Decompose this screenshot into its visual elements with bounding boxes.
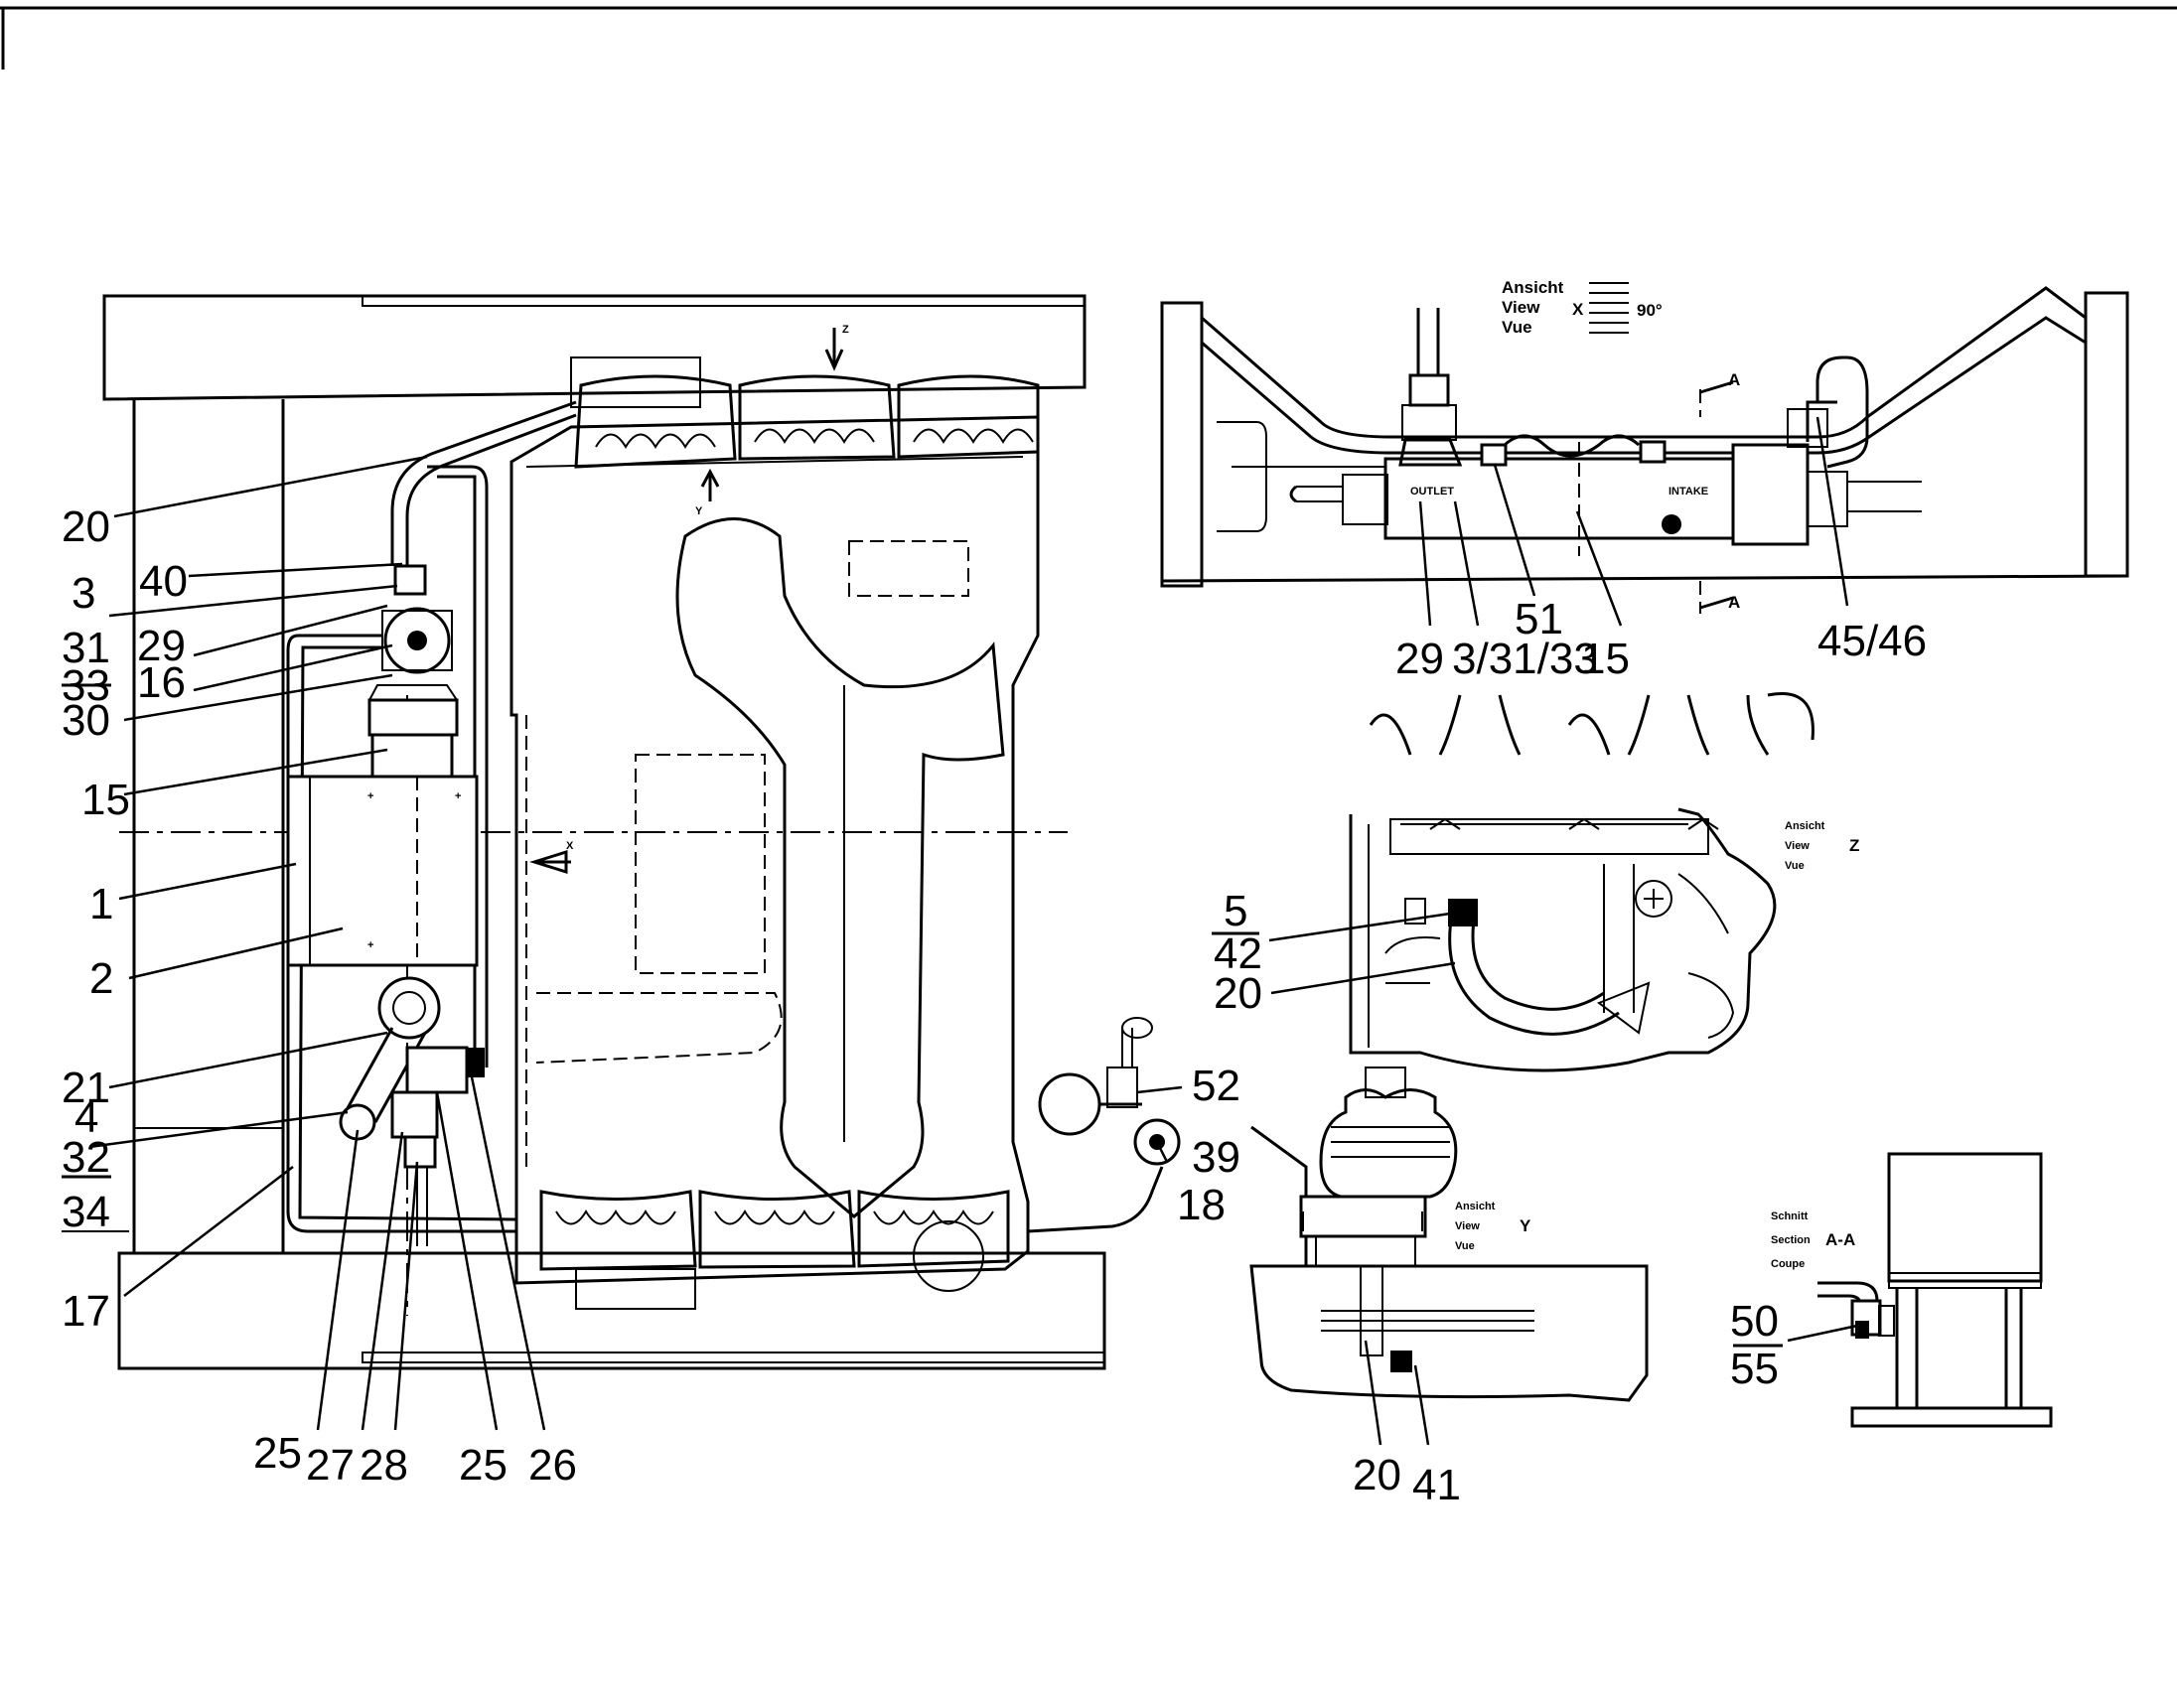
part-label: 5 — [1224, 887, 1247, 935]
part-label: 29 — [137, 622, 186, 670]
part-label: 50 — [1730, 1297, 1779, 1346]
view-y-leaders — [1364, 1340, 1430, 1446]
part-label: 34 — [62, 1188, 110, 1236]
part-label: 4 — [74, 1093, 98, 1142]
view-angle: 90° — [1637, 301, 1663, 320]
section-mark: A — [1728, 593, 1740, 612]
part-label: 51 — [1515, 595, 1563, 643]
view-y-labels: Ansicht View Vue Y 20 41 — [1353, 1201, 1531, 1509]
view-heading: View — [1785, 840, 1810, 852]
view-letter: X — [1572, 300, 1584, 319]
section-heading: Schnitt — [1771, 1210, 1809, 1222]
main-view-labels: 20 40 3 31 33 29 16 30 15 1 2 21 4 32 34… — [62, 324, 1240, 1490]
part-label: 31 — [62, 624, 110, 672]
svg-text:+: + — [367, 790, 373, 802]
view-heading: Vue — [1455, 1240, 1475, 1252]
part-label: 25 — [253, 1429, 302, 1478]
part-label: 18 — [1177, 1181, 1226, 1229]
part-label: 20 — [1353, 1451, 1401, 1499]
section-heading: Section — [1771, 1234, 1811, 1246]
part-label: 15 — [1581, 635, 1630, 683]
section-letter: A-A — [1825, 1230, 1855, 1249]
part-label: 52 — [1192, 1062, 1240, 1110]
part-label: 1 — [89, 880, 113, 928]
part-label: 17 — [62, 1287, 110, 1336]
view-z-labels: Ansicht View Vue Z 5 42 20 — [1214, 820, 1859, 1018]
view-x-labels: Ansicht View Vue X 90° OUTLET INTAKE A A… — [1395, 278, 1927, 683]
part-label: 42 — [1214, 929, 1262, 978]
part-label: 40 — [139, 557, 188, 606]
view-heading: Ansicht — [1502, 278, 1564, 297]
view-heading: View — [1455, 1220, 1480, 1232]
view-heading: Vue — [1502, 318, 1532, 337]
outlet-label: OUTLET — [1410, 486, 1454, 498]
part-label: 32 — [62, 1133, 110, 1182]
view-z-drawing — [1349, 692, 1814, 1072]
part-label: 39 — [1192, 1133, 1240, 1182]
section-heading: Coupe — [1771, 1258, 1805, 1270]
view-y-drawing — [1249, 1067, 1649, 1402]
part-label: 3 — [72, 569, 95, 618]
part-label: 15 — [81, 776, 130, 824]
part-label: 55 — [1730, 1345, 1779, 1393]
part-label: 25 — [459, 1441, 508, 1490]
view-arrow-x: X — [566, 840, 574, 852]
view-heading: View — [1502, 298, 1540, 317]
svg-text:+: + — [367, 939, 373, 951]
part-label: 30 — [62, 696, 110, 745]
svg-text:+: + — [455, 790, 461, 802]
view-letter: Z — [1849, 836, 1859, 855]
part-label: 27 — [306, 1441, 355, 1490]
view-x-drawing — [1160, 282, 2129, 614]
part-label: 20 — [62, 502, 110, 551]
part-label: 21 — [62, 1064, 110, 1112]
part-label: 33 — [62, 661, 110, 710]
part-label: 29 — [1395, 635, 1444, 683]
view-heading: Ansicht — [1785, 820, 1825, 832]
part-label: 2 — [89, 954, 113, 1003]
view-heading: Ansicht — [1455, 1201, 1496, 1212]
section-aa-leaders — [1733, 1324, 1858, 1348]
part-label: 41 — [1412, 1461, 1461, 1509]
part-label: 20 — [1214, 969, 1262, 1018]
section-aa-drawing — [1817, 1152, 2053, 1428]
section-mark: A — [1728, 370, 1740, 389]
page-frame — [0, 6, 2177, 70]
part-label: 26 — [528, 1441, 577, 1490]
intake-label: INTAKE — [1669, 486, 1708, 498]
part-label: 16 — [137, 658, 186, 707]
main-view-leaders — [62, 455, 1183, 1431]
part-label: 3/31/33 — [1452, 635, 1598, 683]
view-letter: Y — [1520, 1216, 1531, 1235]
main-view-drawing: + + + — [102, 294, 1181, 1370]
view-arrow-z: Z — [842, 324, 849, 336]
view-arrow-y: Y — [695, 505, 703, 517]
section-aa-labels: Schnitt Section Coupe A-A 50 55 — [1730, 1210, 1855, 1393]
view-x-leaders — [1418, 416, 1849, 627]
part-label: 45/46 — [1817, 617, 1927, 665]
view-heading: Vue — [1785, 860, 1805, 872]
view-z-leaders — [1212, 912, 1456, 995]
part-label: 28 — [360, 1441, 408, 1490]
